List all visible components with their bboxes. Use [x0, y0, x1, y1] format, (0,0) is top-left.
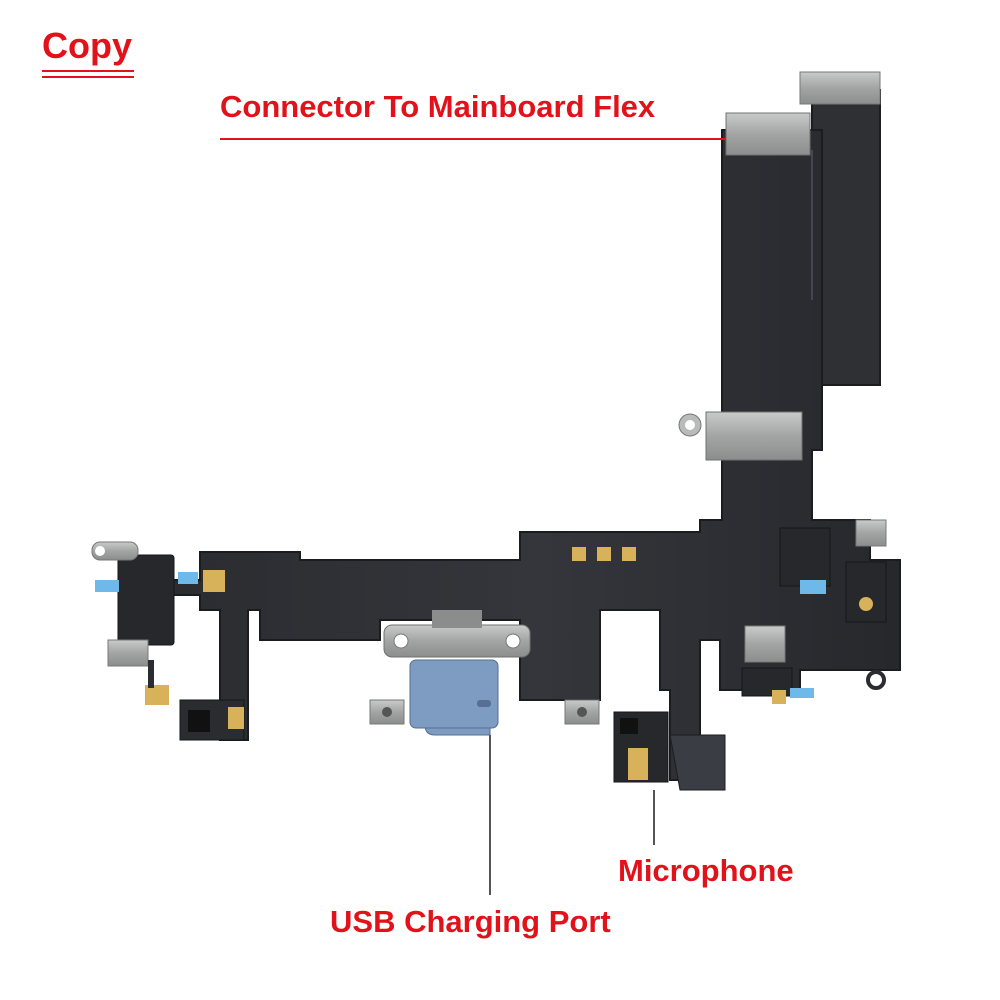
connector-underline — [220, 138, 726, 140]
microphone-label: Microphone — [618, 853, 794, 888]
left-lower-pad — [179, 699, 245, 741]
left-antenna-module — [91, 541, 225, 705]
microphone-module — [613, 711, 726, 791]
main-flex-cable — [169, 129, 901, 781]
usb-charging-port-label: USB Charging Port — [330, 904, 611, 939]
right-antenna-module — [741, 519, 887, 704]
connector-label: Connector To Mainboard Flex — [220, 89, 656, 124]
gold-contact-pads — [572, 547, 636, 561]
upper-connector-shield — [799, 71, 881, 105]
usb-c-port — [369, 610, 600, 736]
mainboard-connector-shield — [725, 112, 811, 156]
copy-underline-top — [42, 70, 134, 72]
copy-watermark: Copy — [42, 25, 132, 66]
copy-underline-bottom — [42, 76, 134, 78]
mid-metal-bracket — [678, 411, 803, 461]
